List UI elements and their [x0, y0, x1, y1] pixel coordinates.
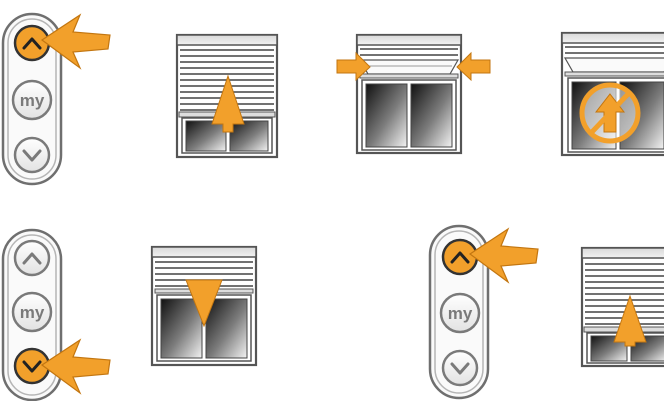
shutter-my-position	[337, 35, 490, 153]
up-button[interactable]	[15, 241, 49, 275]
window-pane	[206, 299, 247, 358]
window-pane	[186, 121, 226, 151]
shutter-box	[177, 35, 277, 45]
my-button[interactable]: my	[13, 81, 51, 119]
shutter-box	[582, 248, 664, 258]
up-button[interactable]	[443, 240, 477, 274]
up-button[interactable]	[15, 26, 49, 60]
shutter-raising	[177, 35, 277, 157]
window-pane	[161, 299, 202, 358]
shutter-raising-2	[582, 248, 664, 366]
my-button[interactable]: my	[13, 293, 51, 331]
remote-down-pressed: my	[3, 230, 61, 400]
window-pane	[366, 84, 407, 147]
shutter-box	[152, 247, 256, 257]
shutter-no-raise	[562, 33, 664, 155]
my-button-label: my	[20, 303, 45, 322]
down-button[interactable]	[15, 138, 49, 172]
window-pane	[230, 121, 268, 151]
no-up-icon	[582, 85, 638, 141]
shutter-lowering	[152, 247, 256, 365]
my-button-label: my	[20, 91, 45, 110]
shutter-box	[562, 33, 664, 43]
shutter-box	[357, 35, 461, 45]
my-button[interactable]: my	[441, 294, 479, 332]
my-button-label: my	[448, 304, 473, 323]
window-pane	[411, 84, 452, 147]
down-button[interactable]	[443, 351, 477, 385]
